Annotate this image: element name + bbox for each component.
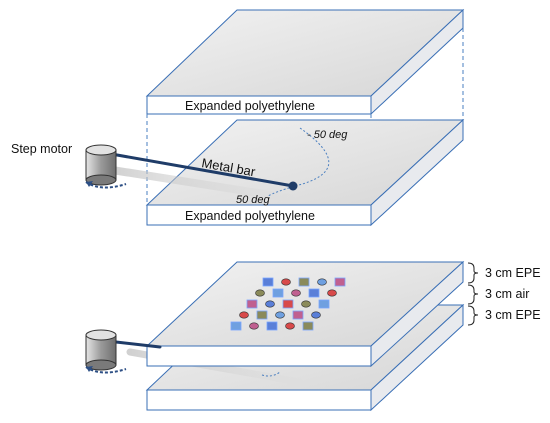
sample-tile — [318, 299, 330, 309]
sample-tile — [239, 311, 249, 319]
sample-grid — [230, 277, 346, 331]
sweep-arc — [267, 127, 330, 197]
metal-bar — [98, 150, 295, 188]
bar-tip — [288, 181, 298, 191]
sample-tile — [256, 310, 268, 320]
sample-tile — [291, 289, 301, 297]
sample-tile — [266, 321, 278, 331]
step-motor — [85, 144, 127, 189]
sample-tile — [302, 321, 314, 331]
sample-tile — [308, 288, 320, 298]
lower-epe-slab: Expanded polyethylene — [145, 118, 465, 227]
bottom-step-motor — [85, 329, 127, 374]
sample-tile — [281, 278, 291, 286]
sample-tile — [265, 300, 275, 308]
sample-tile — [301, 300, 311, 308]
sample-tile — [272, 288, 284, 298]
sample-tile — [317, 278, 327, 286]
layer-label-1: 3 cm EPE — [485, 266, 541, 280]
bar-shadow — [108, 166, 294, 202]
bottom-sweep-arc — [261, 371, 281, 377]
sample-tile — [262, 277, 274, 287]
epe-bottom-label: Expanded polyethylene — [185, 209, 315, 223]
sample-tile — [292, 310, 304, 320]
layer-label-2: 3 cm air — [485, 287, 529, 301]
angle-pos-label: 50 deg — [236, 194, 271, 206]
rotation-arrow-icon — [85, 181, 127, 189]
bottom-rotation-arrow-icon — [85, 366, 127, 374]
layer-braces — [467, 262, 479, 326]
sample-tile — [334, 277, 346, 287]
sample-tile — [275, 311, 285, 319]
epe-top-label: Expanded polyethylene — [185, 99, 315, 113]
sample-tile — [246, 299, 258, 309]
upper-epe-slab: Expanded polyethylene — [145, 8, 465, 116]
sample-tile — [298, 277, 310, 287]
sample-tile — [327, 289, 337, 297]
sample-tile — [249, 322, 259, 330]
sample-tile — [255, 289, 265, 297]
step-motor-label: Step motor — [11, 142, 72, 156]
angle-neg-label: - 50 deg — [307, 129, 348, 141]
sample-tile — [282, 299, 294, 309]
sample-tile — [311, 311, 321, 319]
sample-tile — [230, 321, 242, 331]
sample-tile — [285, 322, 295, 330]
bottom-metal-bar — [114, 340, 162, 349]
layer-label-3: 3 cm EPE — [485, 308, 541, 322]
